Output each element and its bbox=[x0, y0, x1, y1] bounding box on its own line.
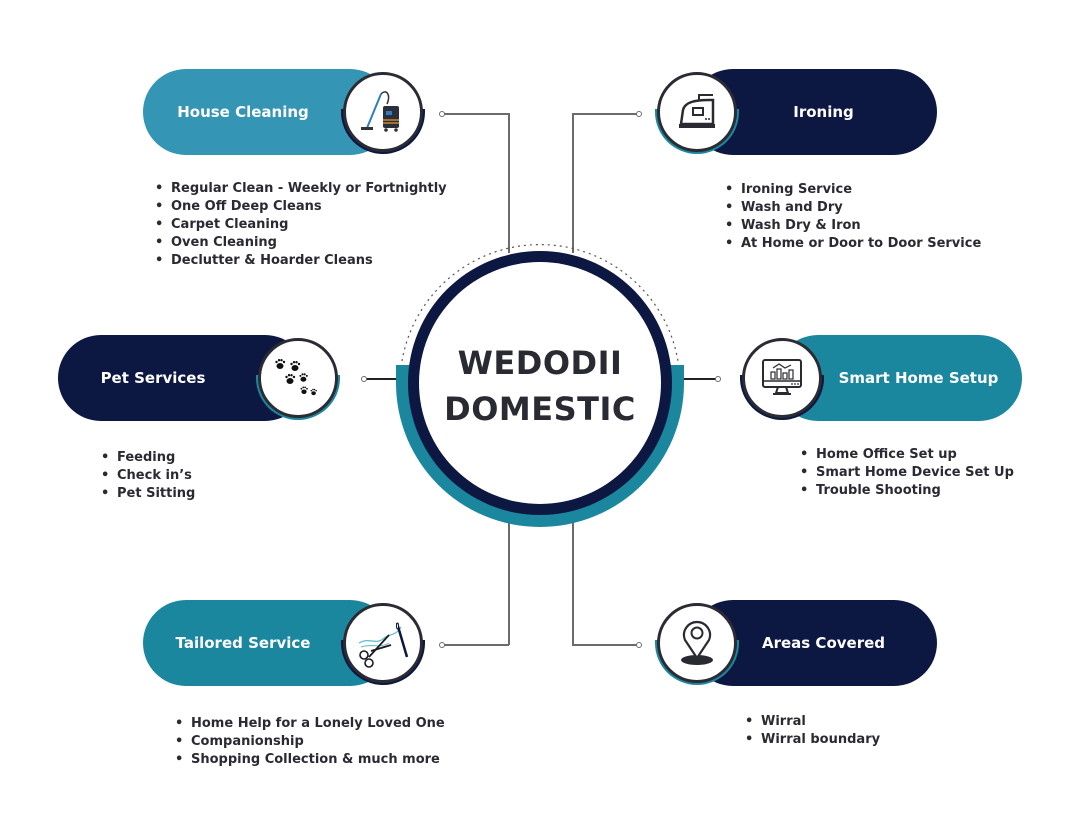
tailored-service-badge bbox=[340, 600, 426, 686]
vacuum-cleaner-icon bbox=[343, 72, 423, 152]
connector-end-dot bbox=[439, 111, 445, 117]
connector-end-dot bbox=[439, 642, 445, 648]
connector-areas-h bbox=[572, 644, 638, 646]
list-item: Wash Dry & Iron bbox=[725, 217, 981, 235]
list-item: Ironing Service bbox=[725, 181, 981, 199]
monitor-chart-icon bbox=[742, 338, 822, 418]
connector-ironing-h bbox=[572, 113, 638, 115]
smart-home-setup-title: Smart Home Setup bbox=[838, 369, 999, 387]
iron-icon bbox=[657, 72, 737, 152]
connector-tailored-v bbox=[508, 515, 510, 645]
areas-covered-badge bbox=[654, 600, 740, 686]
pet-services-title: Pet Services bbox=[100, 369, 206, 387]
center-title-line1: WEDODII bbox=[457, 344, 623, 382]
location-pin-icon bbox=[657, 603, 737, 683]
list-item: Check in’s bbox=[101, 467, 195, 485]
list-item: Regular Clean - Weekly or Fortnightly bbox=[155, 180, 447, 198]
list-item: Home Office Set up bbox=[800, 446, 1014, 464]
tailored-service-list: Home Help for a Lonely Loved One Compani… bbox=[175, 715, 445, 769]
list-item: Feeding bbox=[101, 449, 195, 467]
center-title-line2: DOMESTIC bbox=[444, 390, 636, 428]
house-cleaning-list: Regular Clean - Weekly or Fortnightly On… bbox=[155, 180, 447, 270]
list-item: Wirral boundary bbox=[745, 731, 880, 749]
areas-covered-title: Areas Covered bbox=[761, 634, 886, 652]
smart-home-setup-list: Home Office Set up Smart Home Device Set… bbox=[800, 446, 1014, 500]
list-item: Home Help for a Lonely Loved One bbox=[175, 715, 445, 733]
connector-ironing-v bbox=[572, 113, 574, 253]
list-item: Carpet Cleaning bbox=[155, 216, 447, 234]
connector-end-dot bbox=[636, 642, 642, 648]
house-cleaning-title: House Cleaning bbox=[177, 103, 309, 121]
list-item: Pet Sitting bbox=[101, 485, 195, 503]
list-item: Trouble Shooting bbox=[800, 482, 1014, 500]
ironing-list: Ironing Service Wash and Dry Wash Dry & … bbox=[725, 181, 981, 253]
ironing-title: Ironing bbox=[793, 103, 854, 121]
list-item: Wirral bbox=[745, 713, 880, 731]
connector-pet-services bbox=[364, 378, 398, 380]
list-item: Oven Cleaning bbox=[155, 234, 447, 252]
connector-smart-home bbox=[683, 378, 717, 380]
connector-tailored-h bbox=[441, 644, 509, 646]
pet-services-list: Feeding Check in’s Pet Sitting bbox=[101, 449, 195, 503]
list-item: Wash and Dry bbox=[725, 199, 981, 217]
house-cleaning-badge bbox=[340, 69, 426, 155]
connector-house-cleaning-h bbox=[441, 113, 509, 115]
scissors-needle-icon bbox=[343, 603, 423, 683]
connector-end-dot bbox=[361, 376, 367, 382]
smart-home-setup-pill[interactable]: Smart Home Setup bbox=[775, 335, 1022, 421]
tailored-service-title: Tailored Service bbox=[175, 634, 311, 652]
areas-covered-list: Wirral Wirral boundary bbox=[745, 713, 880, 749]
smart-home-setup-badge bbox=[739, 335, 825, 421]
paw-prints-icon bbox=[258, 338, 338, 418]
list-item: Declutter & Hoarder Cleans bbox=[155, 252, 447, 270]
center-hub-rings bbox=[396, 243, 684, 527]
connector-end-dot bbox=[715, 376, 721, 382]
list-item: Shopping Collection & much more bbox=[175, 751, 445, 769]
pet-services-badge bbox=[255, 335, 341, 421]
ironing-pill[interactable]: Ironing bbox=[690, 69, 937, 155]
list-item: At Home or Door to Door Service bbox=[725, 235, 981, 253]
list-item: One Off Deep Cleans bbox=[155, 198, 447, 216]
connector-end-dot bbox=[636, 111, 642, 117]
ironing-badge bbox=[654, 69, 740, 155]
list-item: Companionship bbox=[175, 733, 445, 751]
list-item: Smart Home Device Set Up bbox=[800, 464, 1014, 482]
connector-house-cleaning-v bbox=[508, 113, 510, 253]
connector-areas-v bbox=[572, 515, 574, 645]
